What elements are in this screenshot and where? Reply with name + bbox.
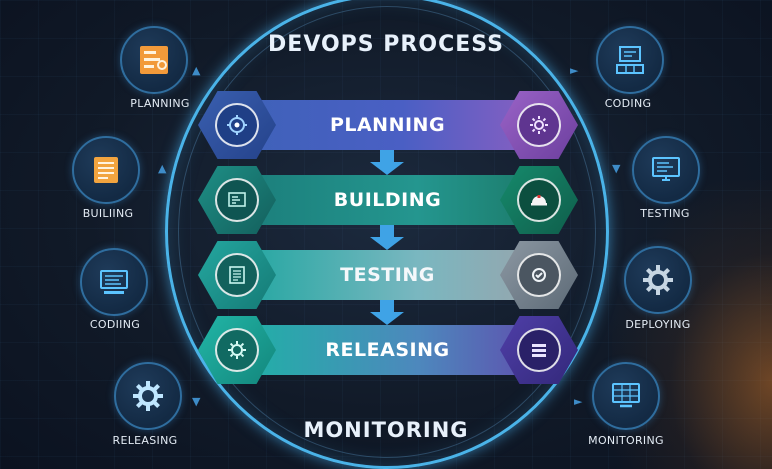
side-label-right: CODING — [604, 97, 652, 110]
code-monitor-icon — [80, 248, 148, 316]
side-label-right: TESTING — [640, 207, 690, 220]
gear-icon — [624, 246, 692, 314]
stage-band-building: BUILDING — [235, 175, 540, 225]
side-label-left: PLANNING — [130, 97, 190, 110]
side-label-right: DEPLOYING — [625, 318, 691, 331]
monitor-grid-icon — [592, 362, 660, 430]
stage-label: PLANNING — [329, 114, 446, 136]
stage-band-testing: TESTING — [235, 250, 540, 300]
side-label-left: BUILIING — [82, 207, 134, 220]
package-stack-icon — [500, 316, 578, 384]
stage-label: TESTING — [340, 264, 435, 286]
connector-arrow: ▲ — [158, 162, 167, 175]
task-board-icon — [120, 26, 188, 94]
stage-band-releasing: RELEASING — [235, 325, 540, 375]
side-label-right: MONITORING — [588, 434, 664, 447]
gear-icon — [114, 362, 182, 430]
monitoring-label: MONITORING — [303, 418, 469, 442]
monitor-icon — [632, 136, 700, 204]
stage-label: BUILDING — [333, 189, 442, 211]
document-list-icon — [72, 136, 140, 204]
connector-arrow: ► — [570, 64, 579, 77]
process-ring-inner — [178, 6, 596, 458]
side-label-left: RELEASING — [112, 434, 178, 447]
code-blocks-icon — [596, 26, 664, 94]
connector-arrow: ► — [574, 395, 583, 408]
gear-icon — [198, 316, 276, 384]
side-label-left: CODIING — [89, 318, 141, 331]
process-ring — [165, 0, 609, 469]
connector-arrow: ▲ — [192, 64, 201, 77]
diagram-title: DEVOPS PROCESS — [268, 32, 504, 57]
connector-arrow: ▼ — [192, 395, 201, 408]
stage-label: RELEASING — [325, 339, 450, 361]
connector-arrow: ▼ — [612, 162, 621, 175]
stage-band-planning: PLANNING — [235, 100, 540, 150]
